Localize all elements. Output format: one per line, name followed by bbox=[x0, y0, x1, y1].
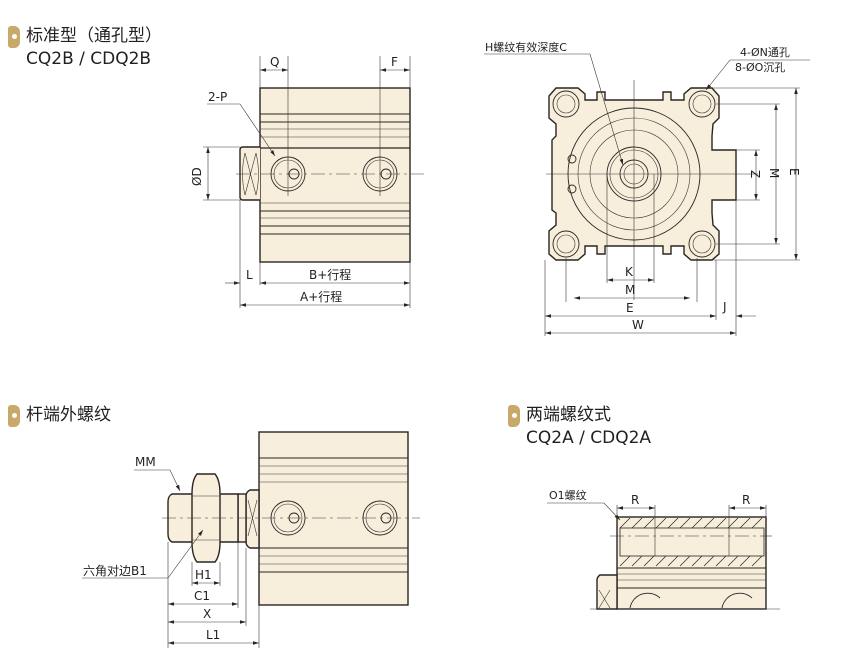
dim-r-left-label: R bbox=[631, 493, 639, 507]
both-ends-tapped-view: O1螺纹 R R bbox=[547, 488, 780, 610]
mounting-holes bbox=[552, 90, 716, 258]
bullet-icon bbox=[8, 26, 20, 48]
rod-end-male-view: MM 六角对边B1 H1 C1 X L1 bbox=[82, 431, 420, 648]
cylinder-body bbox=[258, 431, 409, 606]
dim-b-label: B+行程 bbox=[309, 267, 351, 282]
section-title-standard: 标准型（通孔型） bbox=[26, 26, 162, 46]
dim-f-label: F bbox=[391, 55, 398, 69]
bullet-icon bbox=[8, 405, 20, 427]
bullet-icon bbox=[508, 405, 520, 427]
rod-stub bbox=[596, 574, 618, 610]
section-title-rod-end: 杆端外螺纹 bbox=[26, 405, 111, 425]
dim-m-vertical-label: M bbox=[767, 168, 781, 178]
dim-l1-label: L1 bbox=[206, 628, 220, 642]
end-view: H螺纹有效深度C 4-ØN通孔 8-ØO沉孔 Z M E K M E J bbox=[484, 40, 810, 336]
o1-thread-label: O1螺纹 bbox=[549, 488, 587, 502]
through-hole-label: 4-ØN通孔 bbox=[740, 46, 790, 59]
piston-rod bbox=[239, 146, 260, 201]
standard-side-view: Q F 2-P ØD L B+行程 A+行程 bbox=[190, 55, 424, 308]
dim-e-label: E bbox=[626, 301, 634, 315]
model-codes-standard: CQ2B / CDQ2B bbox=[26, 49, 152, 69]
dim-w-label: W bbox=[632, 318, 644, 332]
model-codes-both-ends: CQ2A / CDQ2A bbox=[526, 428, 652, 448]
dim-a-label: A+行程 bbox=[300, 289, 342, 304]
port-label: 2-P bbox=[208, 90, 227, 104]
dim-x-label: X bbox=[203, 607, 211, 621]
tapped-bore bbox=[619, 527, 765, 557]
h-thread-label: H螺纹有效深度C bbox=[485, 40, 567, 54]
body-grooves bbox=[260, 113, 410, 235]
dim-m-label: M bbox=[625, 283, 635, 297]
dim-e-vertical-label: E bbox=[787, 168, 801, 176]
dim-k-label: K bbox=[625, 265, 634, 279]
hex-label: 六角对边B1 bbox=[83, 564, 147, 578]
dim-j-label: J bbox=[722, 300, 727, 314]
wrench-flat bbox=[242, 152, 259, 196]
dim-r-right-label: R bbox=[742, 493, 750, 507]
dim-h1-label: H1 bbox=[195, 568, 212, 582]
counterbore-label: 8-ØO沉孔 bbox=[735, 61, 785, 74]
section-rod-end-header: 杆端外螺纹 bbox=[8, 404, 111, 427]
section-standard-header: 标准型（通孔型） CQ2B / CDQ2B bbox=[8, 25, 162, 71]
dim-l-label: L bbox=[246, 268, 253, 282]
thread-hatching bbox=[619, 517, 763, 567]
section-both-ends-header: 两端螺纹式 CQ2A / CDQ2A bbox=[508, 404, 651, 450]
body-grooves bbox=[259, 457, 408, 573]
dim-q-label: Q bbox=[270, 55, 279, 69]
dim-c1-label: C1 bbox=[194, 589, 210, 603]
dim-z-label: Z bbox=[748, 170, 762, 178]
dim-od-label: ØD bbox=[190, 167, 204, 186]
section-title-both-ends: 两端螺纹式 bbox=[526, 405, 611, 425]
mm-label: MM bbox=[135, 455, 156, 469]
